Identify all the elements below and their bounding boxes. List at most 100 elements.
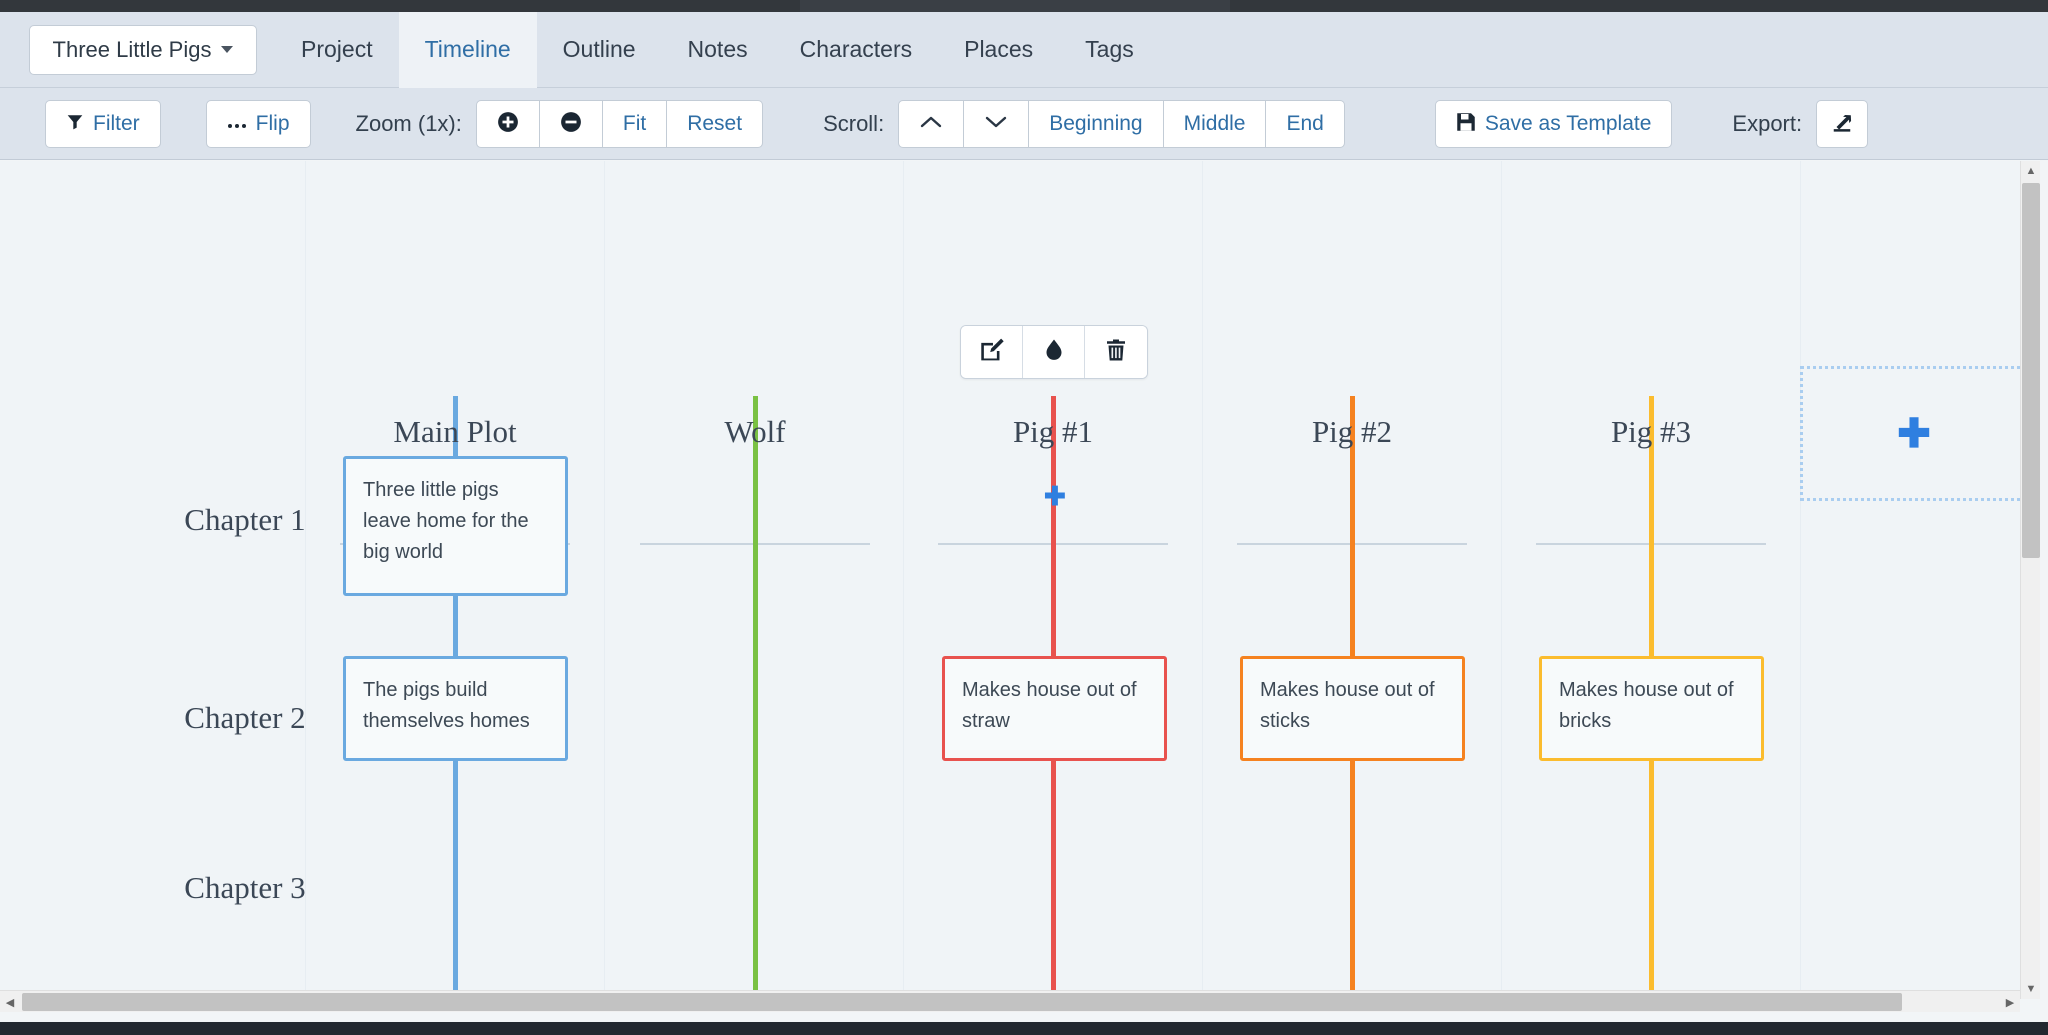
plus-circle-icon	[497, 111, 519, 137]
nav-tab-outline[interactable]: Outline	[537, 12, 662, 88]
row-label-text: Chapter 3	[184, 870, 306, 905]
column-header-label: Main Plot	[393, 414, 517, 449]
chevron-down-icon	[984, 113, 1008, 134]
nav-tab-timeline[interactable]: Timeline	[398, 12, 537, 88]
flip-label: Flip	[255, 111, 290, 135]
event-card-text: The pigs build themselves homes	[363, 679, 530, 732]
zoom-fit-label: Fit	[622, 111, 647, 135]
event-card[interactable]: Three little pigs leave home for the big…	[343, 456, 568, 596]
nav-tab-label: Project	[301, 36, 373, 62]
title-bar-ghost-region	[800, 0, 1230, 12]
row-label[interactable]: Chapter 3	[140, 870, 350, 906]
scroll-down-arrow-icon[interactable]: ▼	[2025, 983, 2037, 995]
add-column-button[interactable]: ✚	[1800, 366, 2020, 501]
grid-line	[903, 161, 904, 999]
grid-line	[305, 161, 306, 999]
event-card[interactable]: Makes house out of bricks	[1539, 656, 1764, 761]
filter-button[interactable]: Filter	[45, 99, 161, 148]
column-header-pig-1[interactable]: Pig #1	[913, 414, 1193, 450]
event-card-text: Three little pigs leave home for the big…	[363, 479, 529, 563]
project-selector[interactable]: Three Little Pigs	[29, 24, 257, 75]
nav-tab-places[interactable]: Places	[938, 12, 1059, 88]
scroll-left-arrow-icon[interactable]: ◀	[5, 996, 15, 1009]
ellipsis-icon	[227, 113, 247, 134]
scroll-button-group: Beginning Middle End	[898, 99, 1345, 148]
export-label: Export:	[1732, 110, 1803, 136]
scroll-beginning-button[interactable]: Beginning	[1029, 99, 1164, 148]
grid-line	[1501, 161, 1502, 999]
scroll-up-button[interactable]	[898, 99, 965, 148]
delete-card-button[interactable]	[1085, 326, 1147, 378]
window-title-bar	[0, 0, 2048, 12]
save-as-template-button[interactable]: Save as Template	[1434, 99, 1673, 148]
row-label-text: Chapter 1	[184, 502, 306, 537]
funnel-icon	[66, 113, 84, 135]
project-selector-label: Three Little Pigs	[52, 36, 212, 62]
grid-line	[1800, 161, 1801, 999]
application-window: Three Little Pigs Project Timeline Outline…	[0, 12, 2048, 1022]
zoom-fit-button[interactable]: Fit	[602, 99, 668, 148]
scroll-end-button[interactable]: End	[1266, 99, 1345, 148]
card-color-button[interactable]	[1023, 326, 1085, 378]
nav-tab-label: Outline	[562, 36, 636, 62]
nav-tab-characters[interactable]: Characters	[774, 12, 938, 88]
zoom-out-button[interactable]	[539, 99, 603, 148]
zoom-reset-label: Reset	[687, 111, 743, 135]
vertical-scrollbar[interactable]: ▲ ▼	[2020, 161, 2040, 999]
nav-tab-label: Characters	[799, 36, 913, 62]
zoom-button-group: Fit Reset	[475, 99, 764, 148]
chevron-up-icon	[919, 113, 943, 134]
column-header-label: Pig #3	[1610, 414, 1692, 449]
add-event-marker[interactable]: ✚	[1044, 481, 1066, 511]
column-header-pig-3[interactable]: Pig #3	[1511, 414, 1791, 450]
trash-icon	[1104, 337, 1128, 367]
zoom-reset-button[interactable]: Reset	[667, 99, 764, 148]
column-header-main-plot[interactable]: Main Plot	[315, 414, 595, 450]
nav-tab-list: Project Timeline Outline Notes Characters Pla…	[275, 12, 1160, 88]
nav-tab-tags[interactable]: Tags	[1059, 12, 1160, 88]
column-spine-wolf	[753, 396, 758, 999]
grid-line	[1202, 161, 1203, 999]
timeline-canvas[interactable]: Main Plot Wolf Pig #1 Pig #2 Pig #3 Chapter …	[0, 161, 2020, 999]
filter-label: Filter	[93, 111, 140, 135]
event-card-text: Makes house out of sticks	[1260, 679, 1435, 732]
row-label-text: Chapter 2	[184, 700, 306, 735]
zoom-in-button[interactable]	[475, 99, 540, 148]
event-card[interactable]: The pigs build themselves homes	[343, 656, 568, 761]
column-header-wolf[interactable]: Wolf	[615, 414, 895, 450]
flip-button[interactable]: Flip	[205, 99, 311, 148]
edit-card-button[interactable]	[961, 326, 1023, 378]
column-header-pig-2[interactable]: Pig #2	[1212, 414, 1492, 450]
row-label[interactable]: Chapter 1	[140, 502, 350, 538]
main-navbar: Three Little Pigs Project Timeline Outline…	[0, 12, 2048, 88]
event-card[interactable]: Makes house out of sticks	[1240, 656, 1465, 761]
zoom-label: Zoom (1x):	[355, 110, 462, 136]
save-as-template-label: Save as Template	[1484, 111, 1652, 135]
nav-tab-label: Timeline	[424, 36, 511, 62]
scroll-up-arrow-icon[interactable]: ▲	[2025, 165, 2037, 177]
pencil-square-icon	[979, 337, 1005, 367]
nav-tab-notes[interactable]: Notes	[662, 12, 774, 88]
nav-tab-label: Notes	[687, 36, 748, 62]
event-card[interactable]: Makes house out of straw	[942, 656, 1167, 761]
water-drop-icon	[1042, 337, 1066, 367]
column-header-label: Pig #2	[1311, 414, 1393, 449]
scroll-beginning-label: Beginning	[1049, 111, 1143, 135]
window-bottom-chrome	[0, 1022, 2048, 1035]
horizontal-scrollbar[interactable]: ◀ ▶	[0, 990, 2020, 1012]
floppy-disk-icon	[1456, 112, 1476, 136]
export-button[interactable]	[1816, 99, 1869, 148]
horizontal-scrollbar-thumb[interactable]	[22, 993, 1902, 1011]
card-action-toolbar	[960, 325, 1148, 379]
scroll-down-button[interactable]	[964, 99, 1030, 148]
vertical-scrollbar-thumb[interactable]	[2022, 183, 2040, 558]
event-card-text: Makes house out of bricks	[1559, 679, 1734, 732]
row-label[interactable]: Chapter 2	[140, 700, 350, 736]
scroll-middle-button[interactable]: Middle	[1163, 99, 1267, 148]
scroll-label: Scroll:	[823, 110, 885, 136]
scroll-right-arrow-icon[interactable]: ▶	[2005, 996, 2015, 1009]
nav-tab-project[interactable]: Project	[275, 12, 399, 88]
plus-icon: ✚	[1897, 411, 1931, 456]
grid-line	[604, 161, 605, 999]
